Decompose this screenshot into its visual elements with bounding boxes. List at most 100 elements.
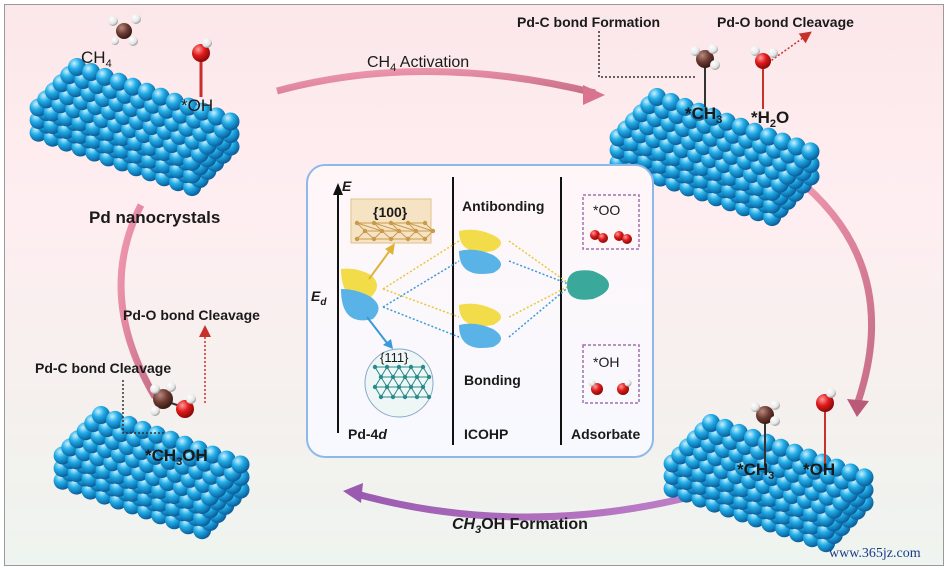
pdo-cleavage-label-top: Pd-O bond Cleavage [717,14,854,30]
ch3-label-top-right: *CH3 [685,104,722,126]
pd-atom [179,97,198,116]
pd-atom [731,117,750,136]
ch4-activation-label: CH4 Activation [367,54,469,74]
pd-atom [109,72,128,91]
lattice-atom [420,384,426,390]
lattice-atom [372,384,378,390]
pd-atom [137,82,156,101]
ed-label: Ed [311,288,327,308]
lattice-atom [405,236,411,242]
ch4-label: CH4 [81,48,112,70]
lattice-atom [371,220,377,226]
pd-atom [119,415,138,434]
ch3oh-formation-label: CH3OH Formation [452,516,588,536]
lattice-atom [414,374,420,380]
facet-100-lattice [354,220,436,242]
arrowhead-bottom [343,483,363,503]
ch3-adsorbate-bottom-right [750,400,780,467]
oh-box-label: *OH [593,354,619,370]
pdc-formation-label: Pd-C bond Formation [517,14,660,30]
lattice-atom [372,364,378,370]
pd-atom [717,112,736,131]
arrow-left-up [117,203,159,399]
pdc-cleavage-leader [122,380,165,434]
pdc-formation-leader [598,31,697,78]
lattice-atom [408,384,414,390]
antibonding-yellow-lobe [459,229,501,253]
pd-atom [133,420,152,439]
pd-atom [773,132,792,151]
arrow-ch4-activation [276,68,596,97]
lattice-atom [354,236,360,242]
lattice-atom [384,384,390,390]
pd-nanocrystals-caption: Pd nanocrystals [89,208,220,227]
pd-atom [675,97,694,116]
lattice-atom [378,374,384,380]
lattice-atom [384,364,390,370]
lattice-atom [426,394,432,400]
lattice-atom [388,236,394,242]
lattice-atom [422,236,428,242]
pd-atom [801,142,820,161]
h2o-label: *H2O [751,108,789,130]
lattice-atom [405,220,411,226]
lattice-atom [420,364,426,370]
antibonding-blue-lobe [459,249,501,275]
lattice-atom [414,394,420,400]
lattice-atom [422,220,428,226]
pd-atom [855,468,874,487]
arrow-ch3oh-formation [352,489,706,521]
facet-111-label: {111} [380,350,409,365]
bonding-yellow-lobe [459,303,501,327]
pd-atom [841,463,860,482]
bonding-blue-lobe [459,323,501,349]
cycle-arrows [117,68,876,521]
pd-atom [648,88,666,106]
pdc-cleavage-label: Pd-C bond Cleavage [35,360,171,376]
pd-atom [745,122,764,141]
pdo-cleavage-arrow-top [764,31,812,66]
pd-atom [702,414,720,432]
pd-atom [221,112,240,131]
electronic-structure-panel: E Ed {100} {111} Antibonding Bonding ICO… [306,164,654,458]
h2o-adsorbate-top-right [750,46,778,109]
pd-slab-bottom-right [663,414,874,553]
pd-atom [759,127,778,146]
arrow-right-down [792,174,876,407]
pd-atom [147,425,166,444]
adsorbate-label: Adsorbate [571,426,640,442]
lattice-atom [426,374,432,380]
lattice-atom [378,394,384,400]
pd-atom [231,455,250,474]
arrowhead-top [583,85,605,105]
energy-axis-arrowhead [333,183,343,195]
lattice-bond [390,222,417,232]
pd-atom [68,58,86,76]
lattice-atom [396,228,402,234]
oh-adsorbate-top-left [192,38,212,97]
pd-atom [95,67,114,86]
pd-atom [703,107,722,126]
lattice-atom [390,374,396,380]
pd-atom [217,450,236,469]
pd-atom [729,423,748,442]
pd-atom [813,453,832,472]
icohp-label: ICOHP [464,426,508,442]
pd-atom [203,445,222,464]
pd-atom [689,102,708,121]
lattice-atom [402,374,408,380]
pd-slab-top-right [609,88,820,227]
lattice-bond [373,222,400,232]
pd-atom [175,435,194,454]
watermark: www.365jz.com [829,546,921,561]
lattice-atom [371,236,377,242]
pdo-cleavage-label-bottom: Pd-O bond Cleavage [123,307,260,323]
pd-atom [151,87,170,106]
pd-atom [827,458,846,477]
bonding-label: Bonding [464,372,521,388]
oo-molecules [590,230,632,244]
arrowhead-right [847,399,869,417]
ch3oh-molecule [150,382,196,418]
lattice-atom [402,394,408,400]
lattice-atom [413,228,419,234]
